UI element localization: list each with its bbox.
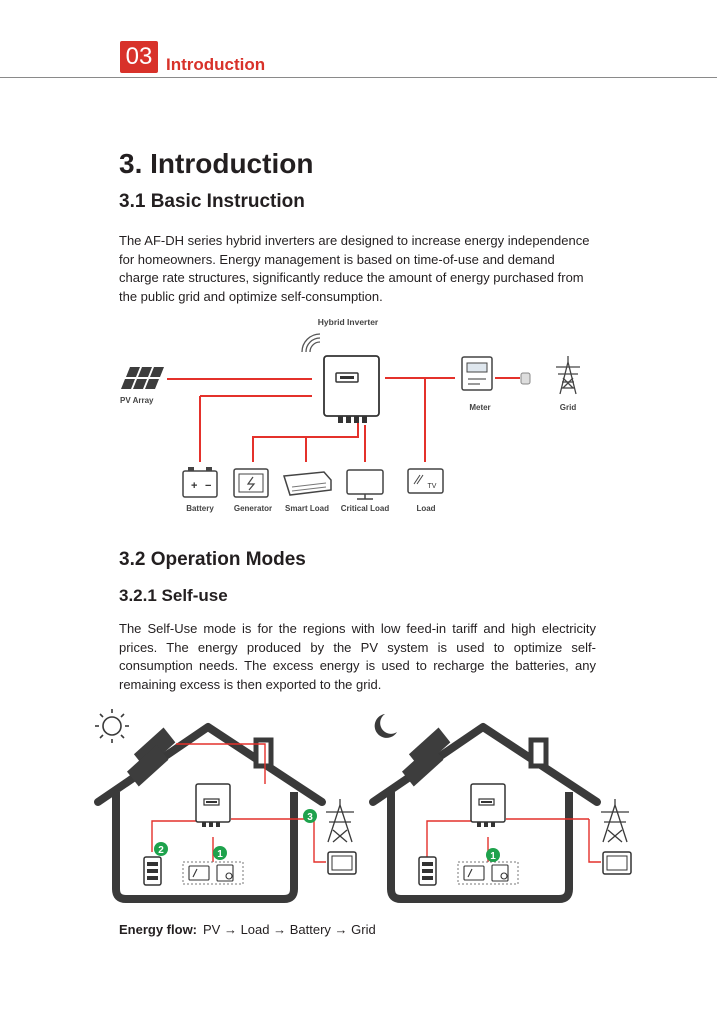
inverter-icon [323,355,380,423]
chapter-number-badge: 03 [120,41,158,73]
basic-instruction-title: 3.1 Basic Instruction [119,191,305,212]
header-divider [0,77,717,78]
day-load-icons [188,864,234,882]
marker-1-night: 1 [486,848,500,862]
night-solar-panel-icon [401,727,451,787]
night-house: 1 [369,714,632,903]
marker-1-day: 1 [213,846,227,860]
energy-flow: Energy flow: PV → Load → Battery → Grid [119,922,376,937]
svg-text:1: 1 [490,851,496,862]
grid-label: Grid [560,403,577,412]
system-diagram: Hybrid Inverter PV Array [120,317,580,513]
wifi-icon [301,333,321,353]
generator-icon [233,468,269,498]
air-conditioner-icon [283,471,332,496]
night-inverter-icon [470,783,506,827]
night-flow-wires [426,818,601,863]
battery-minus-sign: − [205,480,211,492]
night-load-icons [463,864,509,882]
svg-text:2: 2 [158,845,164,856]
battery-label: Battery [186,504,214,513]
night-battery-icon [418,856,437,886]
svg-text:1: 1 [217,849,223,860]
chapter-title: Introduction [166,55,266,74]
day-solar-panel-icon [126,727,176,787]
generator-label: Generator [234,504,272,513]
inverter-label: Hybrid Inverter [318,317,379,327]
night-grid-tower-icon [601,799,629,843]
meter-label: Meter [469,403,490,412]
ct-clamp-icon [520,372,531,385]
tv-text: TV [428,483,437,490]
day-house: 1 2 3 [94,709,357,903]
day-meter-icon [327,851,357,875]
moon-icon [374,714,397,738]
self-use-text: The Self-Use mode is for the regions wit… [119,621,596,692]
pv-array-label: PV Array [120,396,154,405]
pv-array-icon [121,367,164,389]
operation-modes-title: 3.2 Operation Modes [119,549,306,570]
marker-3-day: 3 [303,809,317,823]
power-wires [167,377,520,462]
battery-icon: + − [182,467,218,498]
energy-flow-value: PV → Load → Battery → Grid [203,922,376,937]
sun-icon [95,709,129,743]
day-battery-icon [143,856,162,886]
svg-text:3: 3 [307,812,313,823]
day-flow-wires [151,743,326,863]
day-inverter-icon [195,783,231,827]
day-grid-tower-icon [326,799,354,843]
marker-2-day: 2 [154,842,168,856]
load-label: Load [416,504,435,513]
energy-flow-label: Energy flow: [119,922,198,937]
self-use-diagram: 1 2 3 [94,709,632,903]
basic-instruction-text: The AF-DH series hybrid inverters are de… [119,233,590,304]
grid-tower-icon [556,356,580,395]
night-meter-icon [602,851,632,875]
battery-plus-sign: + [191,480,197,492]
tv-icon: TV [407,468,444,494]
self-use-title: 3.2.1 Self-use [119,586,228,605]
smart-load-label: Smart Load [285,504,329,513]
critical-load-label: Critical Load [341,504,390,513]
monitor-icon [346,469,384,500]
meter-icon [461,356,493,391]
section-title: 3. Introduction [119,148,314,179]
